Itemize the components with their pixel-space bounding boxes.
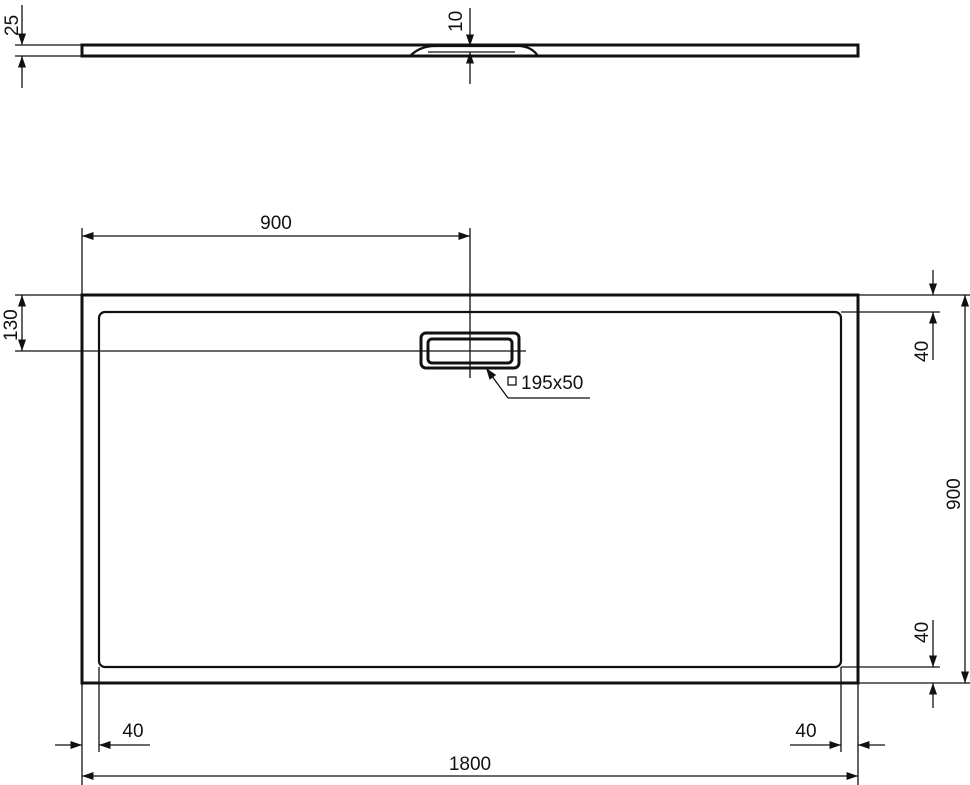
width-label: 900 [944,478,965,510]
leader-arrow [485,367,509,399]
drain-offset-x-label: 900 [260,213,292,234]
plan-view: 900 130 195x50 40 40 900 40 40 [1,213,970,785]
rim-top-label: 40 [912,341,933,362]
drain-bump-profile [409,44,539,57]
square-symbol-icon [507,376,517,386]
drain-depth-dimension-label: 10 [446,11,467,32]
rim-left-label: 40 [122,721,143,742]
drain-offset-y-label: 130 [1,309,22,341]
length-label: 1800 [449,754,491,775]
side-view: 25 10 [2,5,860,88]
thickness-dimension-label: 25 [2,15,23,36]
rim-bottom-label: 40 [912,622,933,643]
drain-size-label: 195x50 [521,373,583,394]
rim-right-label: 40 [795,721,816,742]
